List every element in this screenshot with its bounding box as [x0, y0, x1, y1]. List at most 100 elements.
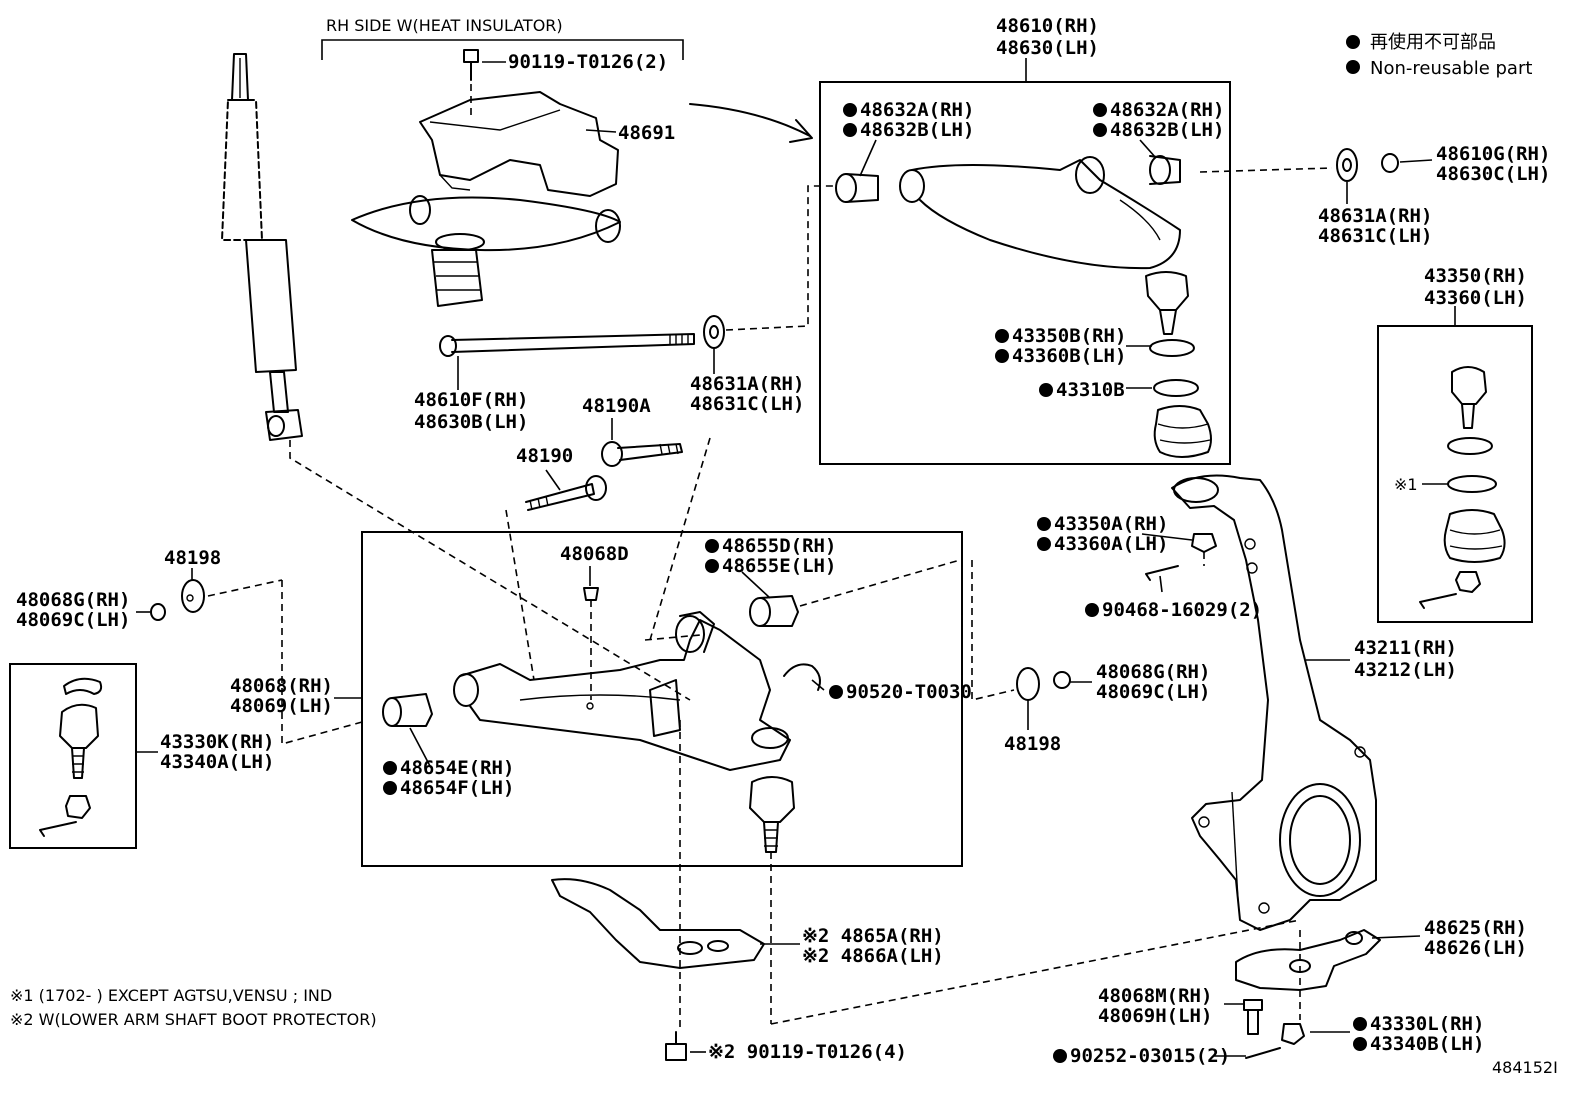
- label-48626-lh: 48626(LH): [1424, 937, 1527, 959]
- label-48631a-rh-right: 48631A(RH): [1318, 205, 1432, 227]
- shock-mount-guide: [289, 440, 691, 701]
- label-48190a: 48190A: [582, 395, 651, 417]
- label-48655d-rh: 48655D(RH): [722, 535, 836, 557]
- footnote-1: ※1 (1702- ) EXCEPT AGTSU,VENSU ; IND: [10, 986, 332, 1005]
- lower-arm-guide-a: [644, 634, 701, 641]
- legend-en: Non-reusable part: [1370, 58, 1532, 79]
- leader-lines: [136, 58, 1456, 1057]
- label-star1-ref: ※1: [1394, 475, 1418, 494]
- label-48068m-rh: 48068M(RH): [1098, 985, 1212, 1007]
- rh-side-bracket: [321, 39, 684, 60]
- pointer-arrow: [689, 103, 811, 137]
- pointer-arrowhead: [789, 119, 813, 143]
- lower-ball-joint-box: [9, 663, 137, 849]
- upper-ball-joint-kit: [1419, 366, 1506, 609]
- label-48625-rh: 48625(RH): [1424, 917, 1527, 939]
- heat-insulator-assembly: [351, 72, 621, 307]
- label-43330k-rh: 43330K(RH): [160, 731, 274, 753]
- lower-ball-joint: [749, 776, 795, 1024]
- label-90119-t0126-4: ※2 90119-T0126(4): [708, 1041, 907, 1063]
- label-43340a-lh: 43340A(LH): [160, 751, 274, 773]
- boot-protector: [551, 878, 765, 969]
- legend-bullet-jp: [1346, 35, 1360, 49]
- lower-arm-guide-b: [799, 559, 961, 607]
- label-43350b-rh: 43350B(RH): [1012, 325, 1126, 347]
- lower-arm-assembly-box: [361, 531, 963, 867]
- steering-knuckle: [1171, 474, 1377, 931]
- cam-bolts: [505, 437, 711, 681]
- label-90520-t0030: 90520-T0030: [846, 681, 972, 703]
- label-48631a-rh-center: 48631A(RH): [690, 373, 804, 395]
- lower-bushing-rear: [749, 595, 799, 627]
- diagram-id: 484152I: [1492, 1058, 1558, 1077]
- label-48630c-lh: 48630C(LH): [1436, 163, 1550, 185]
- label-48610f-rh: 48610F(RH): [414, 389, 528, 411]
- label-48632b-lh-left: 48632B(LH): [860, 119, 974, 141]
- bolt-90119: [463, 49, 479, 81]
- legend-jp: 再使用不可部品: [1370, 32, 1496, 53]
- part-labels: 90119-T0126(2) 48691 48610(RH) 48630(LH)…: [16, 15, 1550, 1067]
- snap-ring: [783, 663, 821, 691]
- label-90468-16029: 90468-16029(2): [1102, 599, 1262, 621]
- lower-bushing-front: [382, 693, 433, 727]
- rh-side-note: RH SIDE W(HEAT INSULATOR): [326, 16, 563, 35]
- label-43310b: 43310B: [1056, 379, 1125, 401]
- label-48069-lh: 48069(LH): [230, 695, 333, 717]
- washer-and-nut-upper: [1199, 148, 1399, 182]
- label-48632b-lh-right: 48632B(LH): [1110, 119, 1224, 141]
- bolt-48068d: [583, 587, 599, 700]
- label-43330l-rh: 43330L(RH): [1370, 1013, 1484, 1035]
- label-48655e-lh: 48655E(LH): [722, 555, 836, 577]
- label-48654f-lh: 48654F(LH): [400, 777, 514, 799]
- upper-control-arm: [835, 155, 1212, 458]
- label-48198-left: 48198: [164, 547, 221, 569]
- legend-bullet-en: [1346, 60, 1360, 74]
- label-48631c-lh-center: 48631C(LH): [690, 393, 804, 415]
- label-4865a-rh: ※2 4865A(RH): [802, 925, 944, 947]
- upper-arm-assembly-box: [819, 81, 1231, 465]
- label-48691: 48691: [618, 122, 675, 144]
- footnote-2: ※2 W(LOWER ARM SHAFT BOOT PROTECTOR): [10, 1010, 377, 1029]
- label-43340b-lh: 43340B(LH): [1370, 1033, 1484, 1055]
- label-48610-rh: 48610(RH): [996, 15, 1099, 37]
- cam-washer-left: [150, 579, 205, 621]
- label-48069c-lh-left: 48069C(LH): [16, 609, 130, 631]
- upper-arm-shaft: [439, 185, 836, 357]
- label-48610g-rh: 48610G(RH): [1436, 143, 1550, 165]
- label-48069h-lh: 48069H(LH): [1098, 1005, 1212, 1027]
- label-48068-rh: 48068(RH): [230, 675, 333, 697]
- label-48198-right: 48198: [1004, 733, 1061, 755]
- label-90119-t0126-2: 90119-T0126(2): [508, 51, 668, 73]
- label-48632a-rh-right: 48632A(RH): [1110, 99, 1224, 121]
- label-48631c-lh-right: 48631C(LH): [1318, 225, 1432, 247]
- cam-washer-right: [1016, 667, 1071, 701]
- label-48069c-lh-right: 48069C(LH): [1096, 681, 1210, 703]
- label-43212-lh: 43212(LH): [1354, 659, 1457, 681]
- label-43360a-lh: 43360A(LH): [1054, 533, 1168, 555]
- lower-arm-guide-c: [971, 560, 1015, 702]
- label-4866a-lh: ※2 4866A(LH): [802, 945, 944, 967]
- label-43350a-rh: 43350A(RH): [1054, 513, 1168, 535]
- label-90252-03015: 90252-03015(2): [1070, 1045, 1230, 1067]
- label-43350-rh: 43350(RH): [1424, 265, 1527, 287]
- label-48190: 48190: [516, 445, 573, 467]
- lower-ball-joint-kit: [39, 677, 103, 837]
- lower-arm-guide-e: [207, 579, 283, 597]
- label-43211-rh: 43211(RH): [1354, 637, 1457, 659]
- shock-absorber: [221, 53, 303, 441]
- label-48630b-lh: 48630B(LH): [414, 411, 528, 433]
- label-48068d: 48068D: [560, 543, 629, 565]
- bolt-90119-t0126-4: [665, 1031, 687, 1061]
- steering-arm: [770, 919, 1381, 1059]
- knuckle-nut-upper: [1145, 533, 1217, 581]
- label-48632a-rh-left: 48632A(RH): [860, 99, 974, 121]
- lower-control-arm: [453, 611, 791, 771]
- lower-arm-guide-d: [281, 580, 363, 746]
- label-43360-lh: 43360(LH): [1424, 287, 1527, 309]
- label-48068g-rh-left: 48068G(RH): [16, 589, 130, 611]
- label-48068g-rh-right: 48068G(RH): [1096, 661, 1210, 683]
- label-48630-lh: 48630(LH): [996, 37, 1099, 59]
- label-48654e-rh: 48654E(RH): [400, 757, 514, 779]
